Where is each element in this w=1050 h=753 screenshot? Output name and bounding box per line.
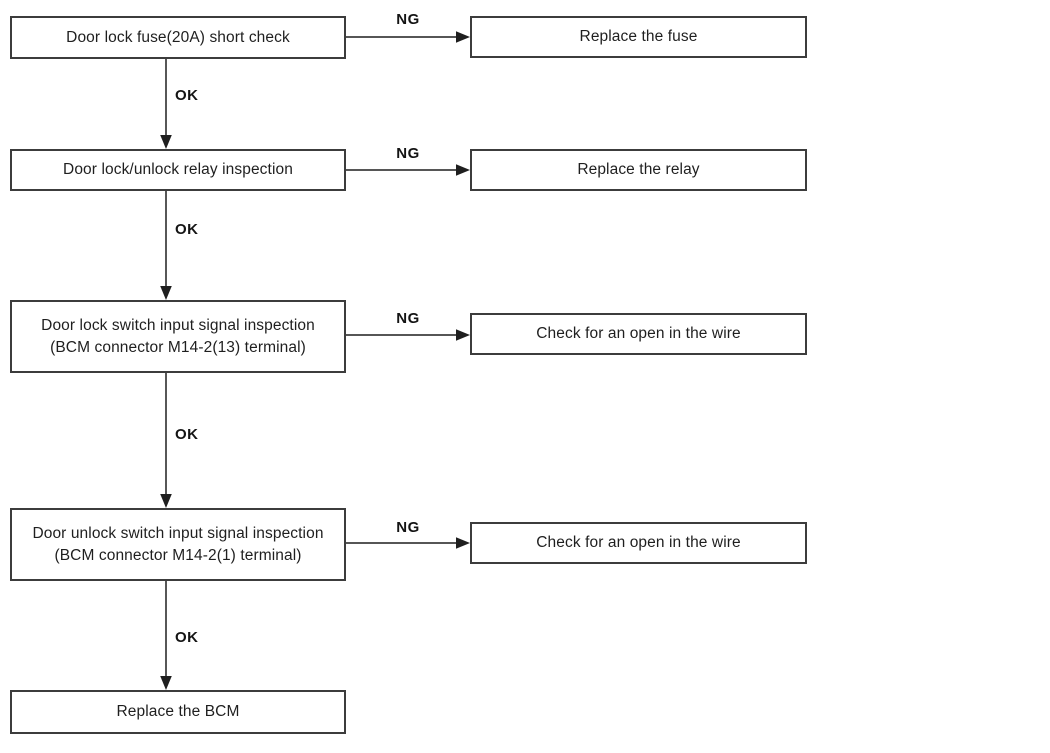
step4-ng-edge-label: NG xyxy=(396,519,420,536)
step3-check-label-line1: Door lock switch input signal inspection xyxy=(41,316,315,334)
step2-check-box: Door lock/unlock relay inspection xyxy=(10,149,346,191)
step1-ng-action-box: Replace the fuse xyxy=(470,16,807,58)
step1-check-label: Door lock fuse(20A) short check xyxy=(66,28,290,46)
step3-check-label-line2: (BCM connector M14-2(13) terminal) xyxy=(50,338,306,356)
step4-ng-action-box: Check for an open in the wire xyxy=(470,522,807,564)
step4-ng-action-label: Check for an open in the wire xyxy=(536,534,741,551)
step4-check-label-line2: (BCM connector M14-2(1) terminal) xyxy=(54,546,302,564)
step3-ok-edge-label: OK xyxy=(175,426,199,443)
step3-ng-action-box: Check for an open in the wire xyxy=(470,313,807,355)
step3-ng-action-label: Check for an open in the wire xyxy=(536,325,741,342)
step2-check-label: Door lock/unlock relay inspection xyxy=(63,161,293,178)
step1-ok-edge-label: OK xyxy=(175,87,199,104)
step1-ng-edge-label: NG xyxy=(396,11,420,28)
step4-ok-edge-label: OK xyxy=(175,629,199,646)
step2-ng-action-label: Replace the relay xyxy=(577,161,700,178)
step4-check-label-line1: Door unlock switch input signal inspecti… xyxy=(32,524,324,542)
step2-ng-action-box: Replace the relay xyxy=(470,149,807,191)
step2-ok-edge-label: OK xyxy=(175,221,199,238)
final-action-box: Replace the BCM xyxy=(10,690,346,734)
final-action-label: Replace the BCM xyxy=(116,703,240,720)
step1-ng-action-label: Replace the fuse xyxy=(579,28,698,45)
step4-check-box: Door unlock switch input signal inspecti… xyxy=(10,508,346,581)
step2-ng-edge-label: NG xyxy=(396,145,420,162)
step3-check-box: Door lock switch input signal inspection… xyxy=(10,300,346,373)
step3-ng-edge-label: NG xyxy=(396,310,420,327)
step1-check-box: Door lock fuse(20A) short check xyxy=(10,16,346,59)
